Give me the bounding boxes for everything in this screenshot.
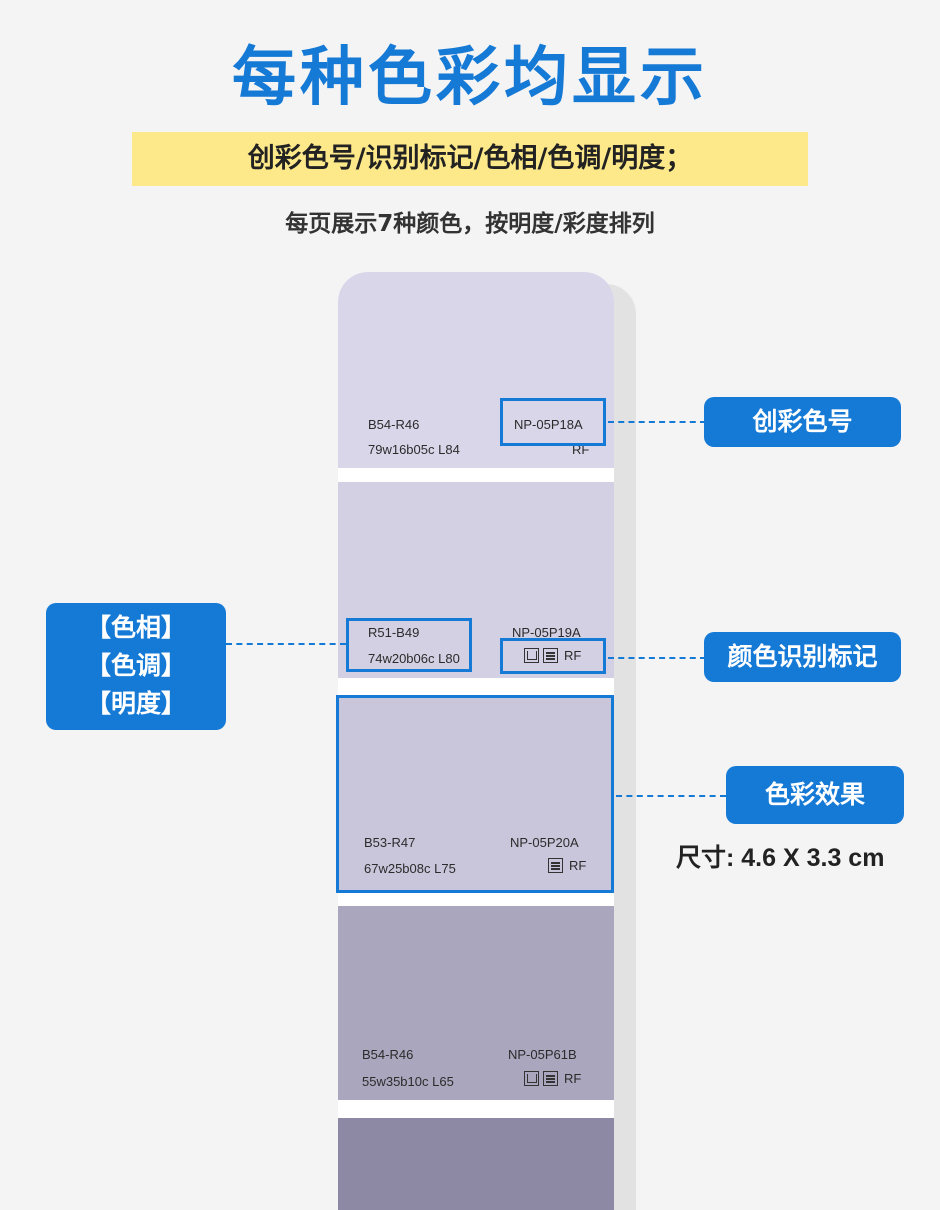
effect-highlight [336, 695, 614, 893]
color-chip: B54-R46 55w35b10c L65 NP-05P61B RF [338, 906, 614, 1100]
fabric-icon [548, 858, 563, 873]
chip-hue: B54-R46 [362, 1047, 414, 1062]
chip-code: NP-05P61B [508, 1047, 577, 1062]
chip-hue: B54-R46 [368, 417, 420, 432]
subtitle-banner: 创彩色号/识别标记/色相/色调/明度； [132, 132, 808, 186]
hue-highlight [346, 618, 472, 672]
chip-values: 79w16b05c L84 [368, 442, 460, 457]
chip-hue: B53-R47 [364, 835, 416, 850]
fabric-icon [543, 1071, 558, 1086]
chip-mark: RF [569, 858, 587, 873]
color-chip: B53-R47 67w25b08c L75 NP-05P20A RF [338, 696, 614, 892]
hue-callout: 【色相】 【色调】 【明度】 [46, 603, 226, 730]
chip-icons: RF [548, 858, 586, 873]
size-label: 尺寸: 4.6 X 3.3 cm [676, 844, 885, 872]
code-connector [608, 421, 706, 423]
chip-values: 67w25b08c L75 [364, 861, 456, 876]
garment-icon [524, 1071, 539, 1086]
code-highlight [500, 398, 606, 446]
chip-icons: RF [524, 648, 581, 663]
chip-mark: RF [564, 648, 582, 663]
effect-callout: 色彩效果 [726, 766, 904, 824]
color-chip [338, 1118, 614, 1210]
callout-line-hue: 【色相】 [85, 613, 186, 642]
callout-line-tone: 【色调】 [85, 651, 186, 680]
page-title: 每种色彩均显示 [232, 41, 708, 115]
chip-code: NP-05P19A [512, 625, 581, 640]
callout-line-lightness: 【明度】 [85, 689, 186, 718]
mark-connector [608, 657, 706, 659]
color-chip: B54-R46 79w16b05c L84 NP-05P18A RF [338, 272, 614, 468]
garment-icon [524, 648, 539, 663]
code-callout: 创彩色号 [704, 397, 901, 447]
chip-code: NP-05P20A [510, 835, 579, 850]
mark-highlight [500, 638, 606, 674]
effect-connector [616, 795, 726, 797]
mark-callout: 颜色识别标记 [704, 632, 901, 682]
chip-values: 55w35b10c L65 [362, 1074, 454, 1089]
fabric-icon [543, 648, 558, 663]
color-strip: B54-R46 79w16b05c L84 NP-05P18A RF R51-B… [338, 272, 614, 1210]
chip-icons: RF [524, 1071, 581, 1086]
color-chip: R51-B49 74w20b06c L80 NP-05P19A RF [338, 482, 614, 678]
description-text: 每页展示7种颜色，按明度/彩度排列 [285, 211, 655, 237]
chip-hue: R51-B49 [368, 625, 420, 640]
chip-mark: RF [564, 1071, 582, 1086]
chip-code: NP-05P18A [514, 417, 583, 432]
chip-values: 74w20b06c L80 [368, 651, 460, 666]
hue-connector [226, 643, 346, 645]
